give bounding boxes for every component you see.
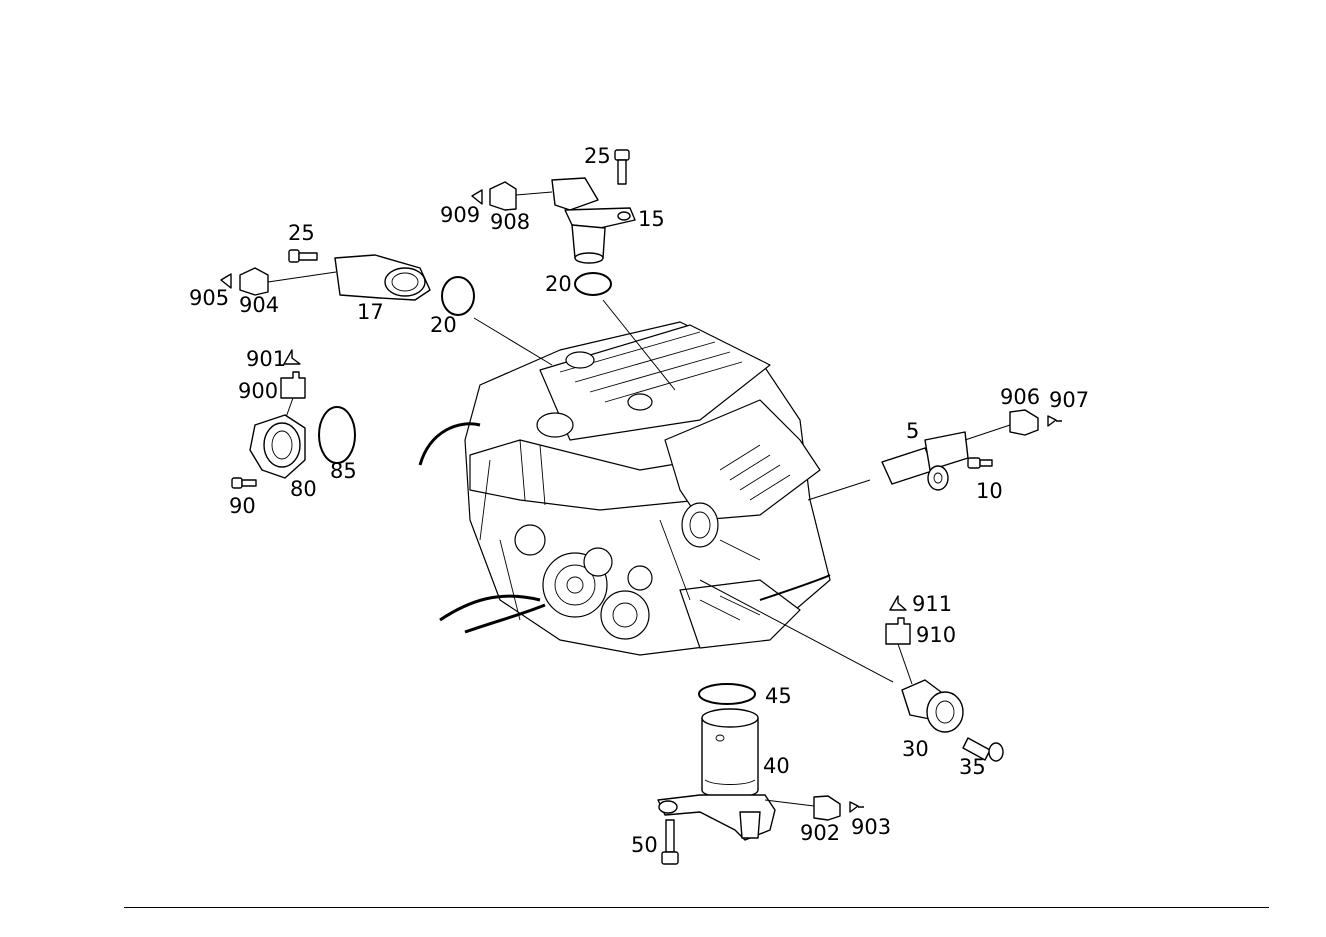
label-910: 910 bbox=[916, 623, 956, 647]
sensor-5-group bbox=[807, 409, 1062, 501]
connector-icon bbox=[280, 371, 306, 399]
engine-assembly bbox=[418, 321, 831, 656]
camshaft-sensor-group bbox=[471, 149, 676, 391]
label-10: 10 bbox=[976, 479, 1003, 503]
sensor-80-group bbox=[231, 349, 356, 489]
sensor-icon bbox=[881, 431, 969, 491]
label-908: 908 bbox=[490, 210, 530, 234]
label-905: 905 bbox=[189, 286, 229, 310]
bolt-icon bbox=[962, 737, 1004, 762]
label-35: 35 bbox=[959, 755, 986, 779]
o-ring-icon bbox=[441, 276, 475, 316]
plug-icon bbox=[283, 349, 301, 365]
filter-housing-icon bbox=[657, 794, 776, 841]
label-50: 50 bbox=[631, 833, 658, 857]
label-903: 903 bbox=[851, 815, 891, 839]
o-ring-icon bbox=[574, 272, 612, 296]
bolt-icon bbox=[661, 819, 679, 865]
oil-filter-group bbox=[657, 683, 864, 865]
label-90: 90 bbox=[229, 494, 256, 518]
label-30: 30 bbox=[902, 737, 929, 761]
connector-icon bbox=[1009, 409, 1039, 436]
plug-icon bbox=[849, 801, 864, 813]
label-20-top: 20 bbox=[545, 272, 572, 296]
connector-icon bbox=[489, 181, 517, 211]
label-85: 85 bbox=[330, 459, 357, 483]
bottom-rule bbox=[124, 907, 1269, 908]
sensor-17-group bbox=[220, 249, 553, 366]
sensor-icon bbox=[901, 679, 964, 733]
connector-icon bbox=[885, 617, 911, 645]
label-906: 906 bbox=[1000, 385, 1040, 409]
label-902: 902 bbox=[800, 821, 840, 845]
plug-icon bbox=[471, 189, 483, 205]
sensor-housing-icon bbox=[334, 254, 431, 301]
label-909: 909 bbox=[440, 203, 480, 227]
label-901: 901 bbox=[246, 347, 286, 371]
label-25-top: 25 bbox=[584, 144, 611, 168]
oil-filter-icon bbox=[701, 708, 759, 799]
label-911: 911 bbox=[912, 592, 952, 616]
plug-icon bbox=[220, 273, 232, 289]
bolt-icon bbox=[614, 149, 630, 185]
connector-icon bbox=[239, 267, 269, 296]
sensor-icon bbox=[249, 414, 306, 479]
o-ring-icon bbox=[318, 406, 356, 464]
label-20-left: 20 bbox=[430, 313, 457, 337]
connector-icon bbox=[813, 795, 841, 821]
label-25-left: 25 bbox=[288, 221, 315, 245]
label-15: 15 bbox=[638, 207, 665, 231]
part-labels: 25 909 908 15 20 25 905 904 17 20 901 90… bbox=[189, 144, 1089, 857]
label-900: 900 bbox=[238, 379, 278, 403]
sensor-30-group bbox=[699, 579, 1004, 762]
plug-icon bbox=[1047, 415, 1062, 427]
label-904: 904 bbox=[239, 293, 279, 317]
camshaft-sensor-icon bbox=[551, 177, 636, 264]
o-ring-icon bbox=[698, 683, 756, 705]
label-907: 907 bbox=[1049, 388, 1089, 412]
label-45: 45 bbox=[765, 684, 792, 708]
label-40: 40 bbox=[763, 754, 790, 778]
plug-icon bbox=[889, 595, 907, 611]
label-17: 17 bbox=[357, 300, 384, 324]
bolt-icon bbox=[967, 457, 993, 469]
bolt-icon bbox=[288, 249, 318, 263]
bolt-icon bbox=[231, 477, 257, 489]
label-5: 5 bbox=[906, 419, 919, 443]
label-80: 80 bbox=[290, 477, 317, 501]
